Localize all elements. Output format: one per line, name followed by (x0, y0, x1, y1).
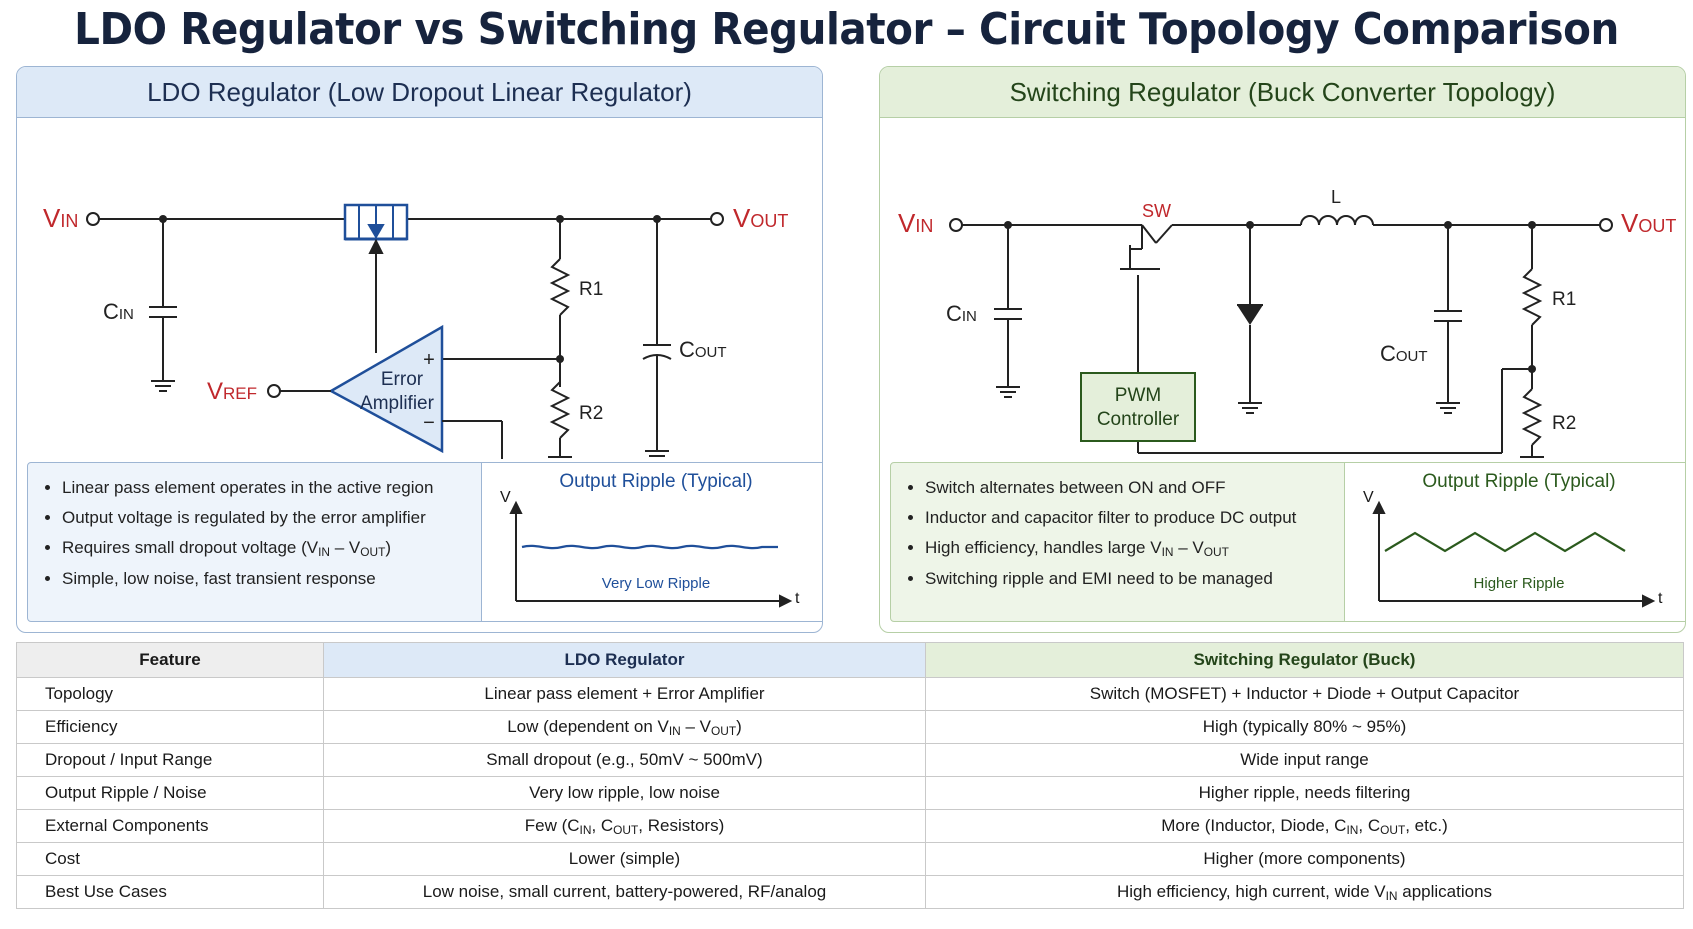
error-amplifier-label-1: Error (381, 369, 424, 390)
sw-cell: Higher (more components) (925, 842, 1684, 876)
ldo-bullet: Simple, low noise, fast transient respon… (62, 564, 492, 594)
sw-info-box: Switch alternates between ON and OFF Ind… (890, 462, 1685, 622)
ldo-bullet-list: Linear pass element operates in the acti… (42, 473, 492, 594)
comparison-table: Feature LDO Regulator Switching Regulato… (16, 642, 1684, 909)
sw-ripple-label: Higher Ripple (1473, 575, 1565, 592)
table-row: Dropout / Input Range Small dropout (e.g… (16, 743, 1684, 777)
pwm-controller-block (1080, 372, 1196, 442)
sw-r1-label: R1 (1552, 289, 1576, 310)
switching-panel: Switching Regulator (Buck Converter Topo… (879, 66, 1686, 633)
ldo-cell: Few (CIN, COUT, Resistors) (323, 809, 926, 843)
ldo-cell: Low noise, small current, battery-powere… (323, 875, 926, 909)
table-row: Topology Linear pass element + Error Amp… (16, 677, 1684, 711)
header-ldo: LDO Regulator (323, 642, 926, 678)
table-row: Efficiency Low (dependent on VIN – VOUT)… (16, 710, 1684, 744)
sw-cell: More (Inductor, Diode, CIN, COUT, etc.) (925, 809, 1684, 843)
ldo-info-box: Linear pass element operates in the acti… (27, 462, 822, 622)
amp-minus-sign: − (423, 412, 435, 434)
sw-ripple-axis-v: V (1363, 489, 1374, 506)
ldo-ripple-plot (509, 500, 793, 608)
feature-cell: External Components (16, 809, 324, 843)
table-row: Cost Lower (simple) Higher (more compone… (16, 842, 1684, 876)
sw-bullet: Switching ripple and EMI need to be mana… (925, 564, 1355, 594)
switching-panel-header: Switching Regulator (Buck Converter Topo… (880, 67, 1685, 118)
ldo-vref-label: VREF (207, 378, 257, 405)
ldo-ripple-label: Very Low Ripple (601, 575, 711, 592)
ldo-cout-label: COUT (679, 337, 727, 362)
ldo-ripple-waveform (521, 544, 778, 550)
sw-r2-label: R2 (1552, 413, 1576, 434)
sw-bullet: Switch alternates between ON and OFF (925, 473, 1355, 503)
sw-cin-label: CIN (946, 301, 977, 326)
page-title: LDO Regulator vs Switching Regulator – C… (74, 4, 1619, 55)
buck-circuit-diagram: PWM Controller VIN VOUT CIN COUT R1 R2 S… (898, 187, 1676, 458)
header-switching: Switching Regulator (Buck) (925, 642, 1684, 678)
ldo-panel-header: LDO Regulator (Low Dropout Linear Regula… (17, 67, 822, 118)
sw-ripple-waveform (1384, 531, 1626, 553)
ldo-bullet: Requires small dropout voltage (VIN – VO… (62, 533, 492, 564)
sw-cell: Switch (MOSFET) + Inductor + Diode + Out… (925, 677, 1684, 711)
pwm-label-2: Controller (1097, 409, 1180, 430)
ldo-ripple-axis-t: t (795, 590, 800, 607)
sw-bullet-list: Switch alternates between ON and OFF Ind… (905, 473, 1355, 594)
amp-plus-sign: + (423, 349, 435, 371)
sw-cell: High efficiency, high current, wide VIN … (925, 875, 1684, 909)
ldo-cell: Lower (simple) (323, 842, 926, 876)
ldo-cell: Very low ripple, low noise (323, 776, 926, 810)
ldo-vin-label: VIN (43, 203, 78, 233)
sw-ripple-axis-t: t (1658, 590, 1663, 607)
sw-cell: Wide input range (925, 743, 1684, 777)
ldo-cell: Linear pass element + Error Amplifier (323, 677, 926, 711)
ldo-bullet: Linear pass element operates in the acti… (62, 473, 492, 503)
ldo-cin-label: CIN (103, 299, 134, 324)
table-row: Best Use Cases Low noise, small current,… (16, 875, 1684, 909)
table-row: External Components Few (CIN, COUT, Resi… (16, 809, 1684, 843)
ldo-cell: Low (dependent on VIN – VOUT) (323, 710, 926, 744)
ldo-r2-label: R2 (579, 403, 603, 424)
sw-bullet: Inductor and capacitor filter to produce… (925, 503, 1355, 533)
table-header-row: Feature LDO Regulator Switching Regulato… (16, 642, 1684, 678)
ldo-r1-label: R1 (579, 279, 603, 300)
ldo-ripple-chart: Output Ripple (Typical) V t Very Low Rip… (481, 463, 822, 621)
sw-cell: High (typically 80% ~ 95%) (925, 710, 1684, 744)
ldo-ripple-title: Output Ripple (Typical) (559, 471, 753, 492)
feature-cell: Best Use Cases (16, 875, 324, 909)
ldo-vout-label: VOUT (733, 203, 788, 233)
sw-vout-label: VOUT (1621, 208, 1676, 238)
sw-ripple-title: Output Ripple (Typical) (1422, 471, 1616, 492)
sw-ripple-chart: Output Ripple (Typical) V t Higher Rippl… (1344, 463, 1685, 621)
sw-ripple-plot (1372, 500, 1656, 608)
ldo-circuit-diagram: VIN VOUT VREF CIN COUT R1 R2 Error Ampli… (43, 203, 788, 459)
ldo-bullet: Output voltage is regulated by the error… (62, 503, 492, 533)
ldo-panel: LDO Regulator (Low Dropout Linear Regula… (16, 66, 823, 633)
inductor-label: L (1331, 187, 1341, 207)
feature-cell: Efficiency (16, 710, 324, 744)
ldo-ripple-axis-v: V (500, 489, 511, 506)
sw-cell: Higher ripple, needs filtering (925, 776, 1684, 810)
header-feature: Feature (16, 642, 324, 678)
table-row: Output Ripple / Noise Very low ripple, l… (16, 776, 1684, 810)
switch-label: SW (1142, 201, 1171, 221)
feature-cell: Output Ripple / Noise (16, 776, 324, 810)
feature-cell: Dropout / Input Range (16, 743, 324, 777)
sw-cout-label: COUT (1380, 341, 1428, 366)
feature-cell: Topology (16, 677, 324, 711)
error-amplifier-label-2: Amplifier (360, 393, 435, 414)
feature-cell: Cost (16, 842, 324, 876)
ldo-cell: Small dropout (e.g., 50mV ~ 500mV) (323, 743, 926, 777)
sw-vin-label: VIN (898, 208, 933, 238)
sw-bullet: High efficiency, handles large VIN – VOU… (925, 533, 1355, 564)
pwm-label-1: PWM (1115, 385, 1161, 406)
